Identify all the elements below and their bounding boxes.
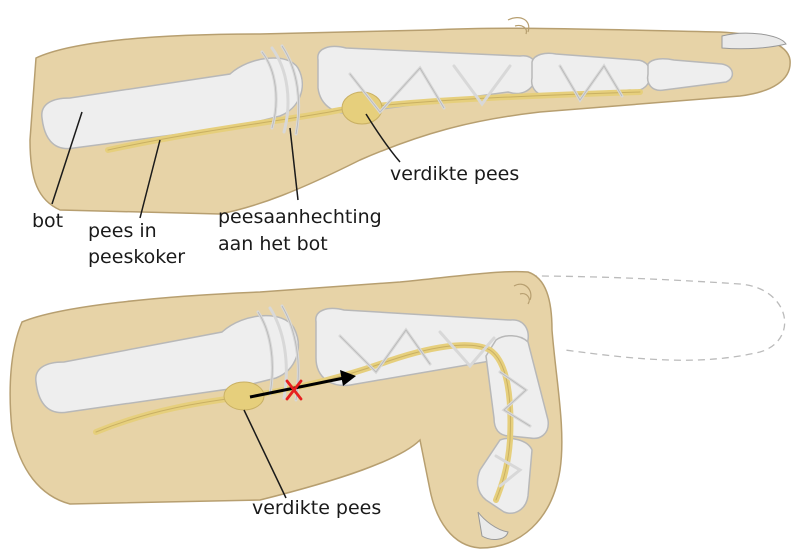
label-thickened-bottom: verdikte pees (252, 496, 381, 520)
label-tendon-sheath-line1: pees in (88, 219, 157, 243)
finger-bent-illustration (10, 272, 785, 548)
label-attachment-line2: aan het bot (218, 232, 328, 256)
fingernail-top (722, 33, 786, 49)
label-thickened-top: verdikte pees (390, 162, 519, 186)
label-bone: bot (32, 209, 63, 233)
label-tendon-sheath-line2: peeskoker (88, 245, 185, 269)
finger-ghost-outline (530, 276, 785, 360)
label-attachment-line1: peesaanhechting (218, 205, 382, 229)
